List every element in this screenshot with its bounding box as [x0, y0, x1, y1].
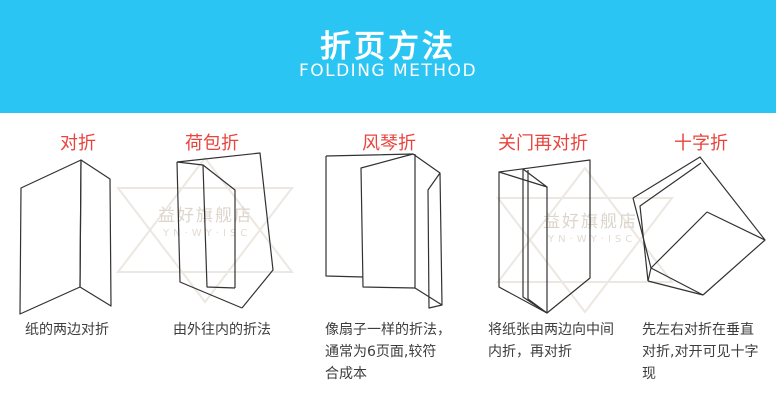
heading-wallet-fold: 荷包折 — [185, 133, 239, 154]
heading-gate-half-fold: 关门再对折 — [498, 133, 588, 154]
page-title: 折页方法 — [320, 29, 456, 65]
caption-half-fold: 纸的两边对折 — [25, 322, 109, 338]
cross-fold-figure — [632, 156, 766, 296]
wallet-fold-figure — [176, 152, 274, 309]
caption-accordion-fold: 像扇子一样的折法， 通常为6页面,较符 合成本 — [325, 322, 451, 382]
accordion-fold-figure — [325, 153, 443, 309]
watermark-text-left-2: YN·WY·ISC — [162, 228, 251, 239]
watermark: 益好旗舰店 YN·WY·ISC 益好旗舰店 YN·WY·ISC — [115, 156, 675, 314]
watermark-triangles-left — [115, 156, 295, 304]
heading-accordion-fold: 风琴折 — [362, 133, 416, 154]
watermark-text-right-2: YN·WY·ISC — [547, 234, 636, 245]
caption-gate-half-fold: 将纸张由两边向中间 内折，再对折 — [488, 322, 614, 360]
heading-half-fold: 对折 — [60, 133, 96, 154]
half-fold-figure — [19, 159, 112, 315]
gate-then-half-fold-figure — [498, 159, 591, 314]
page-subtitle: FOLDING METHOD — [298, 61, 478, 81]
caption-cross-fold: 先左右对折在垂直 对折,对开可见十字 现 — [642, 322, 759, 382]
heading-cross-fold: 十字折 — [674, 133, 728, 154]
header-banner: 折页方法 FOLDING METHOD — [0, 0, 776, 113]
caption-wallet-fold: 由外往内的折法 — [173, 322, 271, 338]
